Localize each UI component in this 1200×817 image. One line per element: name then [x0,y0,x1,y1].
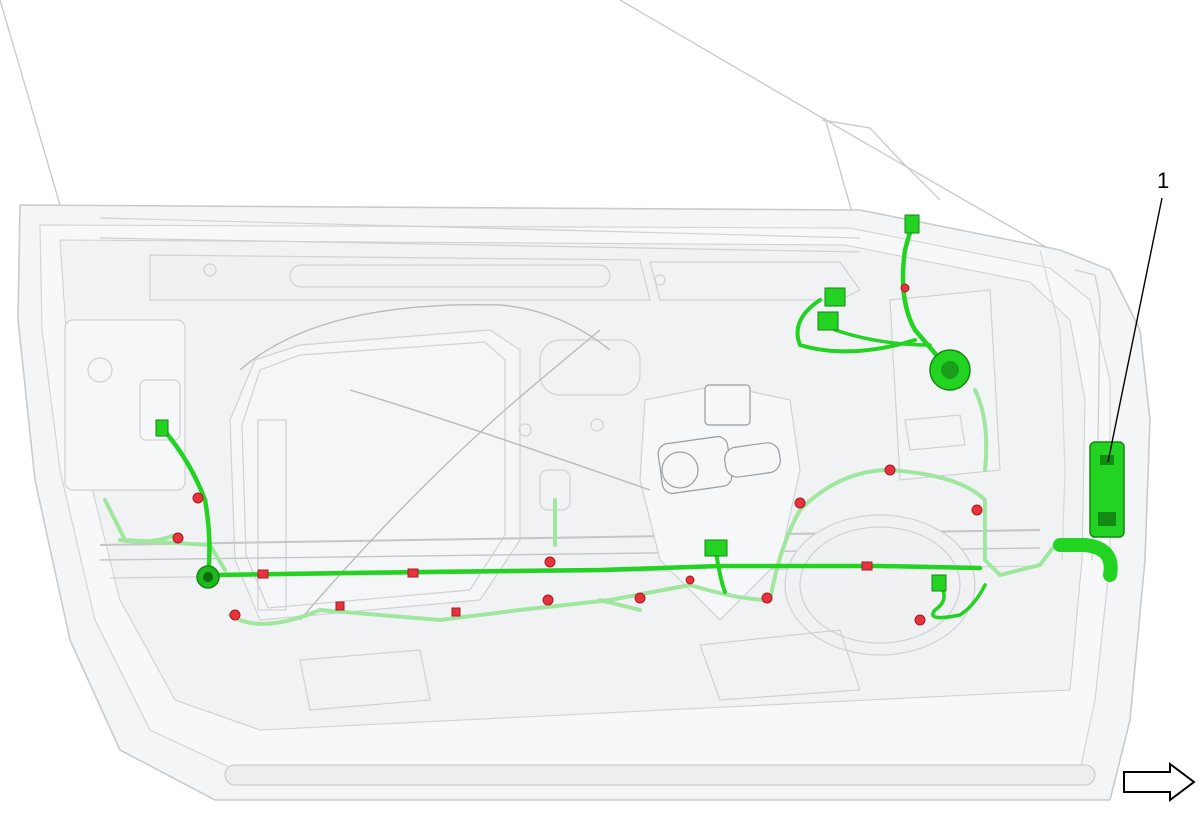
arrow-right-icon [1123,762,1196,802]
window-motor [657,384,781,494]
harness-clips [172,283,983,626]
callout-label: 1 [1157,168,1169,193]
regulator-cables [239,303,651,621]
harness-secondary [103,388,1057,626]
main-wiring-harness [159,222,1118,620]
latch-connector [155,419,169,437]
connectors [155,214,1125,592]
callout-leader [1107,197,1163,463]
window-glass [0,0,1061,256]
callout-1: 1 [1107,168,1169,463]
